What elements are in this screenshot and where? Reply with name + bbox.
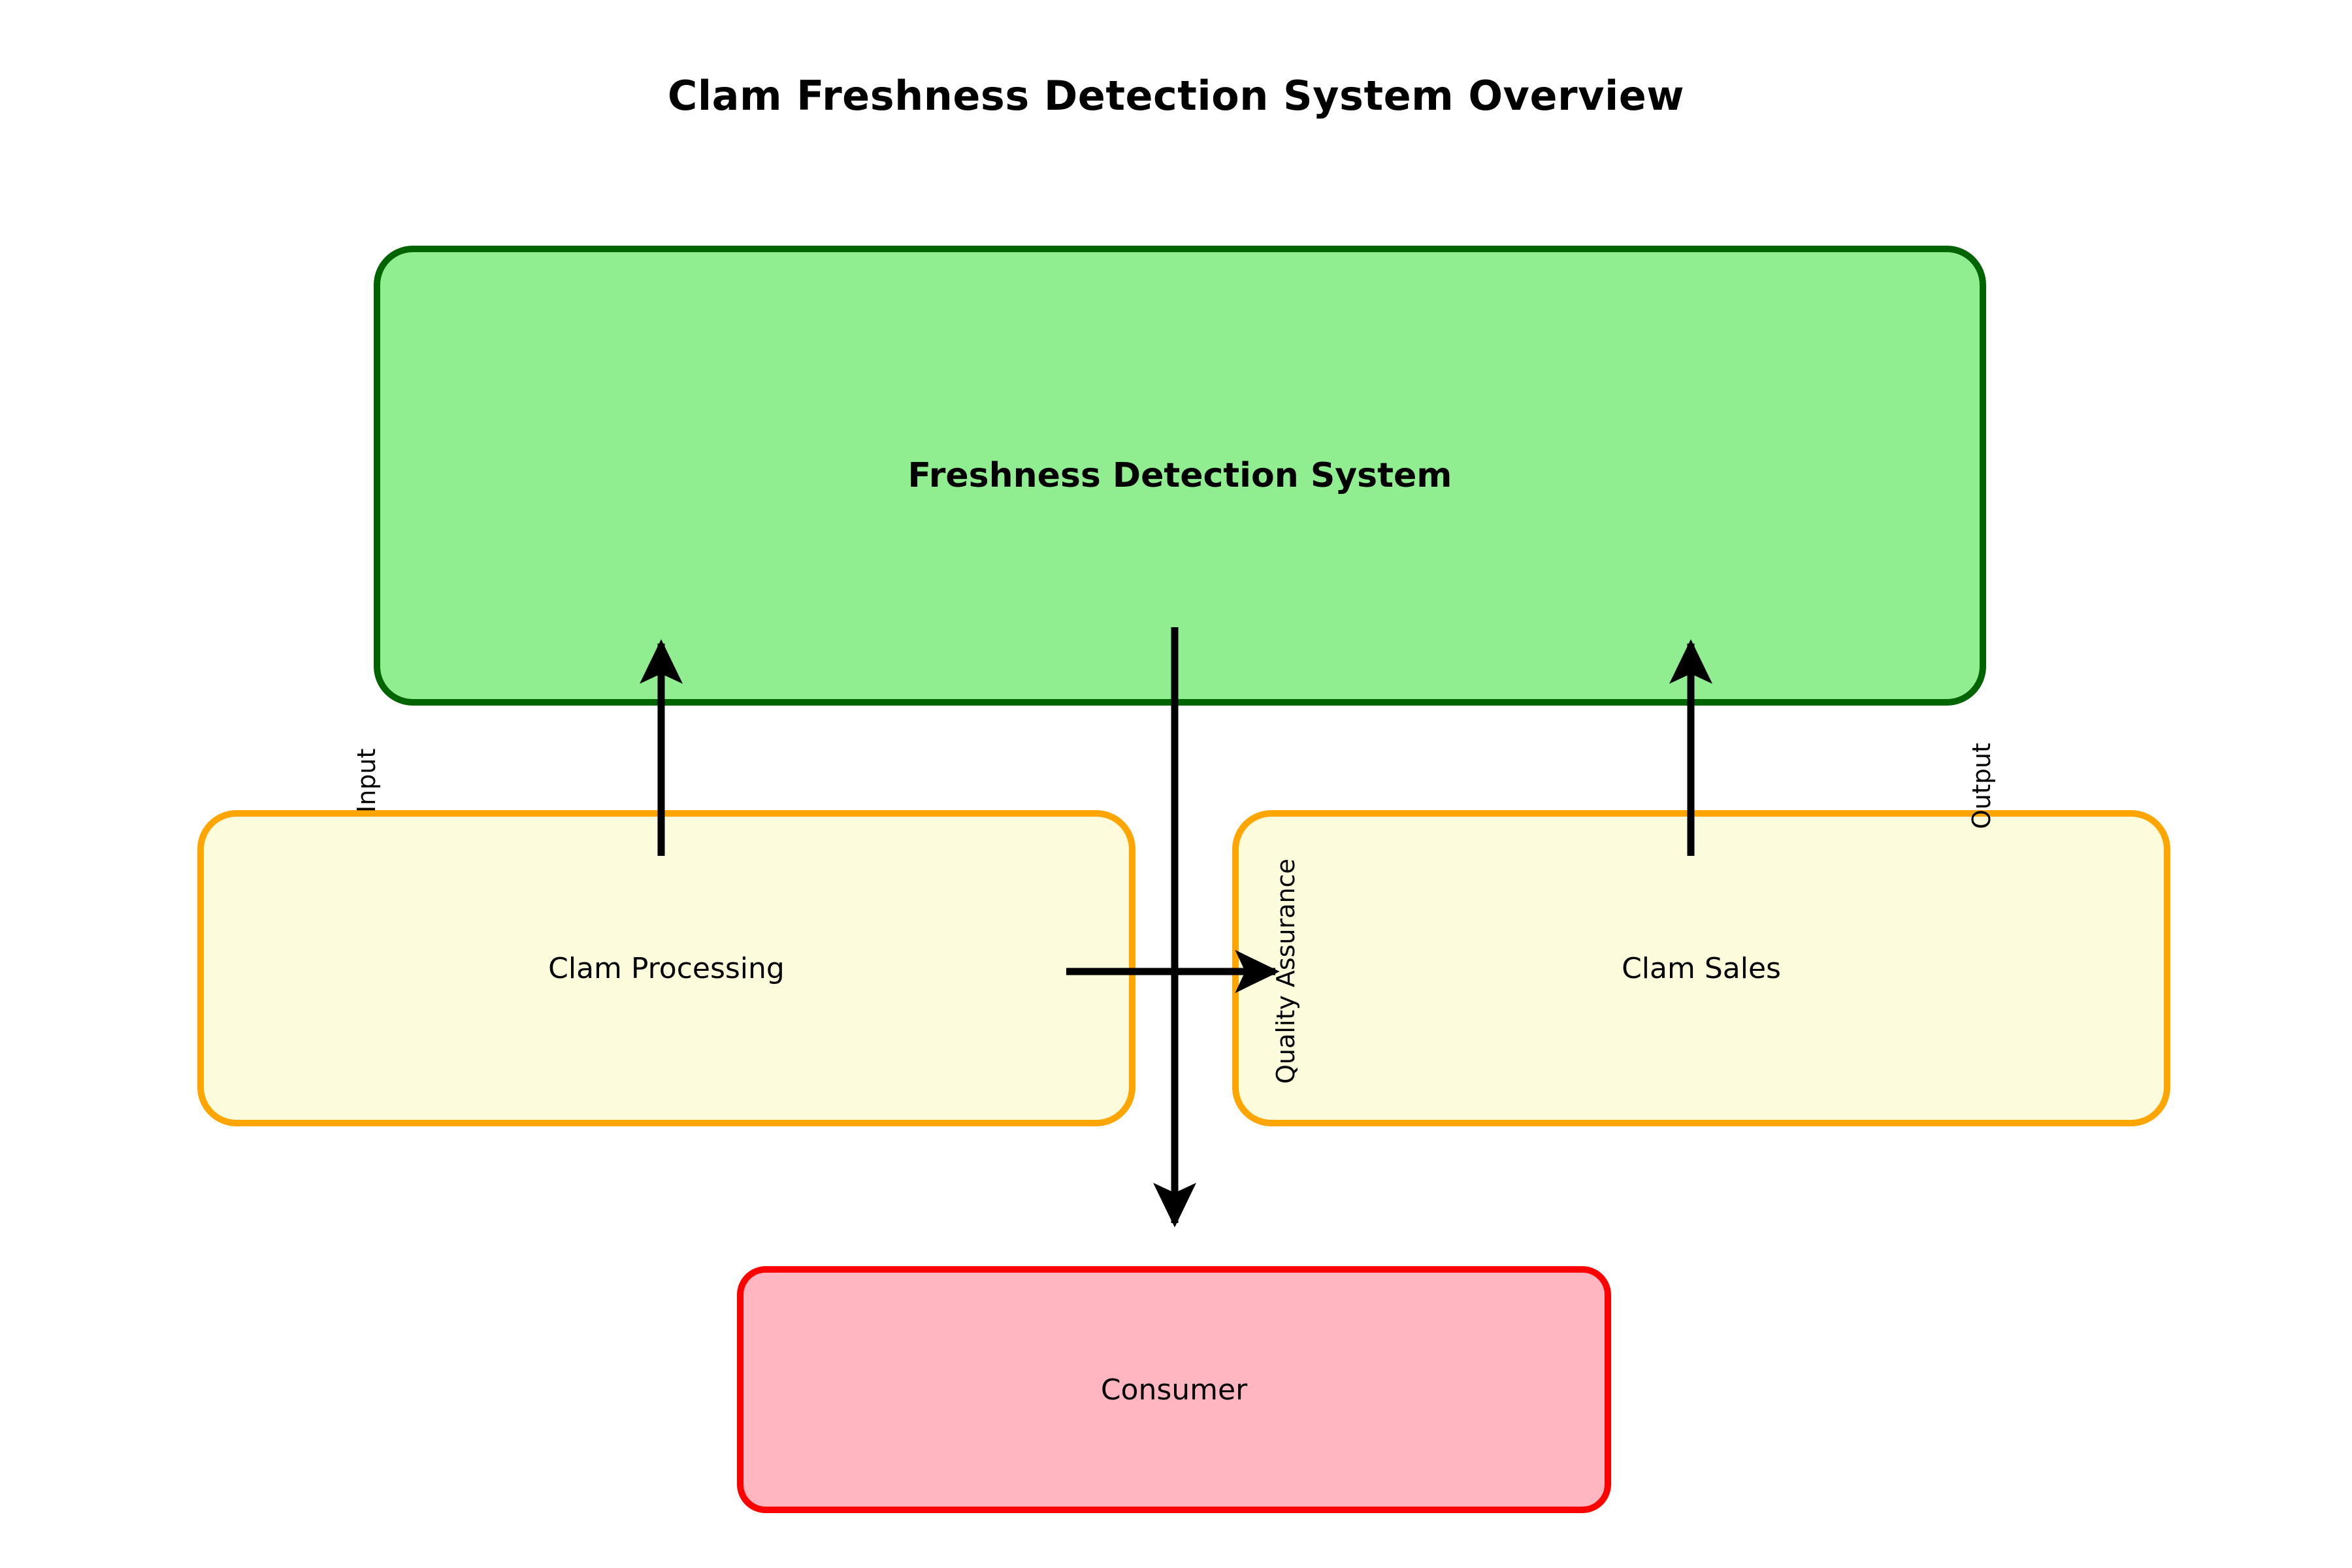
node-label: Clam Sales <box>1622 951 1781 985</box>
node-label: Clam Processing <box>548 951 785 985</box>
node-label: Freshness Detection System <box>907 456 1452 495</box>
edge-label-output: Output <box>1967 743 1996 829</box>
node-freshness-detection-system[interactable]: Freshness Detection System <box>374 246 1986 706</box>
node-clam-sales[interactable]: Clam Sales <box>1232 810 2170 1126</box>
node-clam-processing[interactable]: Clam Processing <box>197 810 1135 1126</box>
node-label: Consumer <box>1100 1373 1248 1407</box>
edge-label-input: Input <box>352 748 381 813</box>
page-title: Clam Freshness Detection System Overview <box>667 72 1685 120</box>
edge-label-quality-assurance: Quality Assurance <box>1271 858 1300 1084</box>
node-consumer[interactable]: Consumer <box>737 1266 1611 1513</box>
